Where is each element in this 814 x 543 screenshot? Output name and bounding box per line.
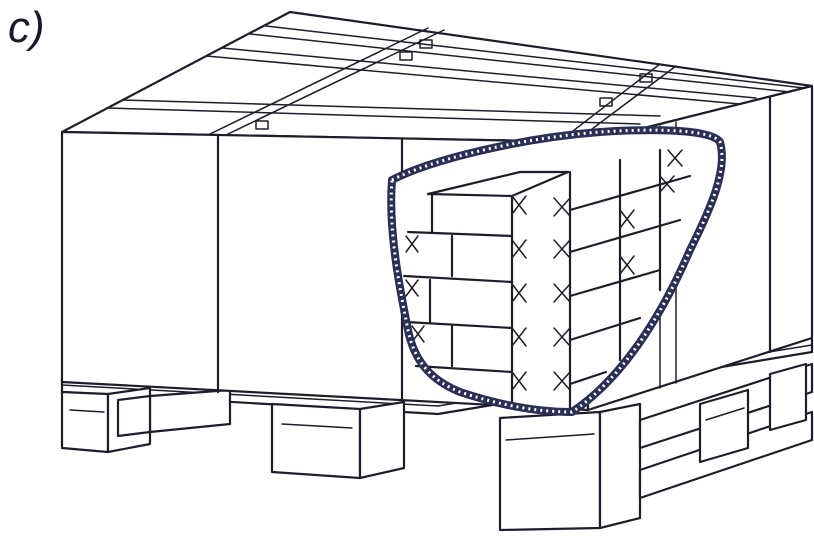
strap-crossing [599, 97, 613, 107]
wrap-outline [387, 126, 726, 416]
flap-mark [511, 371, 527, 391]
strap-crossing [639, 73, 653, 83]
pallet-block-front-left [60, 390, 110, 454]
flap-mark [553, 197, 571, 217]
flap-mark [553, 283, 571, 303]
cutaway-view [387, 126, 726, 416]
flap-mark [659, 175, 675, 193]
pallet-right-block-mid [698, 388, 750, 464]
flap-mark [619, 209, 635, 229]
strap-crossing [255, 120, 269, 130]
flap-mark [553, 239, 571, 259]
pallet-block-line [705, 407, 745, 421]
flap-mark [511, 239, 527, 259]
panel-label: c) [8, 3, 45, 52]
flap-mark [405, 279, 419, 297]
pallet-right-block-back [768, 362, 808, 432]
carton-row-side [568, 218, 682, 254]
carton-row [402, 274, 514, 284]
flap-mark [553, 371, 571, 391]
strap-top-1a [209, 27, 429, 135]
carton-row-side [568, 316, 642, 342]
pallet-block-line [69, 409, 105, 413]
carton-row [404, 320, 514, 330]
strap-cross-3b [265, 25, 805, 89]
pallet-side-block [116, 394, 152, 438]
flap-mark [511, 327, 527, 347]
flap-mark [405, 235, 419, 253]
pallet-side-board [148, 388, 232, 434]
pallet [60, 336, 814, 532]
pallet-block-front-center-side [358, 400, 406, 480]
flap-mark [667, 149, 683, 167]
carton-top-edge [510, 170, 570, 198]
carton-row-side [568, 370, 608, 386]
pallet-block-line [281, 423, 353, 429]
pallet-block-line [505, 433, 595, 441]
flap-mark [511, 283, 527, 303]
flap-mark [619, 255, 635, 275]
carton-row [406, 230, 514, 238]
carton-top-edge [426, 170, 522, 196]
carton-row-side [568, 268, 662, 298]
pallet-block-front-right [498, 410, 602, 532]
strap-crossing [419, 39, 433, 49]
pallet-deck-line [61, 384, 439, 407]
strap-cross-2a [205, 55, 741, 105]
strap-crossing [399, 51, 413, 61]
flap-mark [511, 195, 527, 215]
pallet-block-front-center [270, 402, 362, 480]
strap-cross-3a [249, 33, 791, 93]
carton-row [414, 364, 514, 374]
carton-row [426, 192, 514, 198]
strap-cross-2b [221, 47, 757, 99]
pallet-block-front-right-side [598, 402, 642, 530]
flap-mark [553, 327, 571, 347]
strap-cross-1a [107, 107, 641, 125]
strap-cross-1b [123, 99, 661, 117]
strap-top-1b [225, 29, 445, 136]
